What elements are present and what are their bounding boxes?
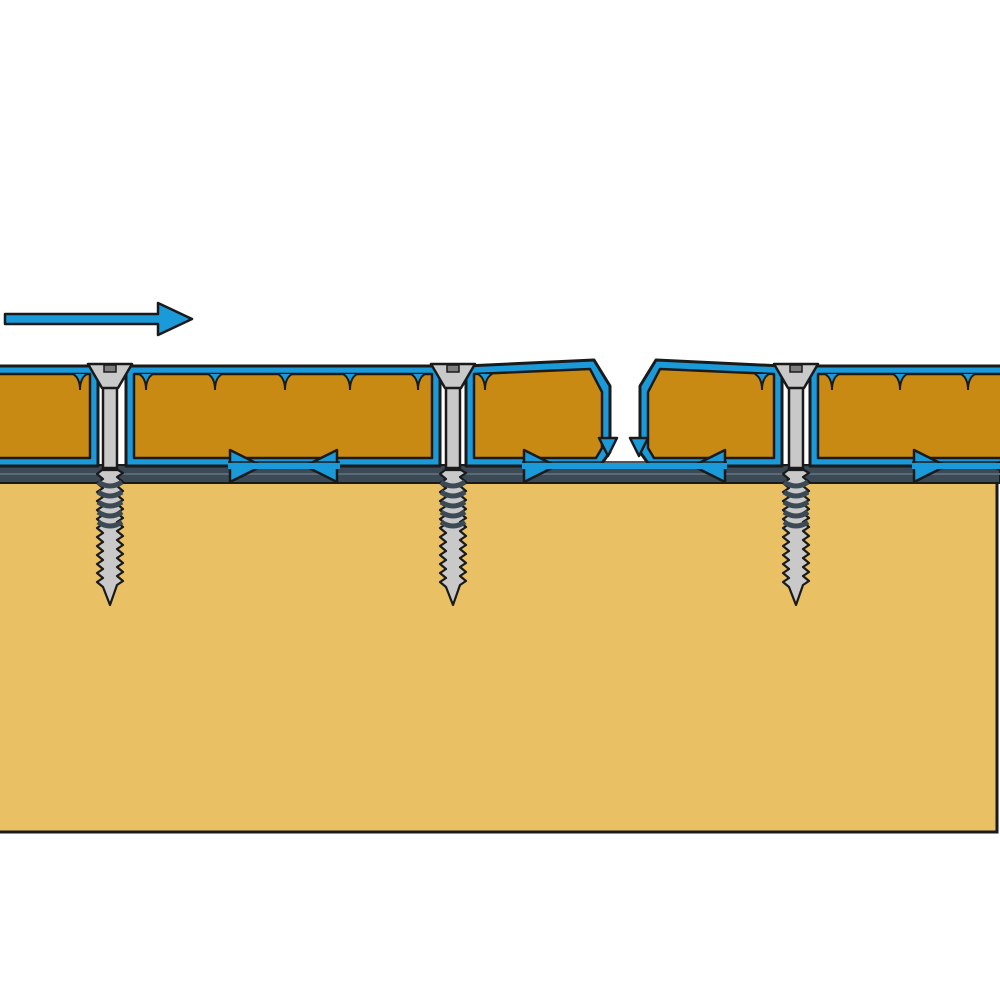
decking-board (124, 364, 442, 468)
screw-thread-band (439, 509, 467, 519)
screw-thread (438, 468, 468, 607)
screw-head (429, 362, 477, 390)
screw-drive (103, 364, 117, 373)
screw-thread-band (96, 489, 124, 499)
screw-head-cone (86, 362, 134, 390)
screw-shank (444, 376, 462, 470)
decking-screw (95, 376, 125, 607)
screw-thread-band (439, 519, 467, 529)
board-groove (824, 373, 840, 391)
screw-thread-band (782, 479, 810, 489)
screw-thread (781, 468, 811, 607)
screw-shank (787, 376, 805, 470)
screw-thread-band (96, 479, 124, 489)
screw-thread-band (439, 479, 467, 489)
decking-board (0, 364, 100, 468)
board-groove (342, 373, 358, 391)
screw-thread-band (782, 499, 810, 509)
decking-board (464, 358, 612, 468)
screw-thread-band (96, 509, 124, 519)
board-groove (410, 373, 426, 391)
board-wood-core (472, 367, 604, 460)
board-groove (207, 373, 223, 391)
screw-drive (446, 364, 460, 373)
screw-thread (95, 468, 125, 607)
decking-board (638, 358, 784, 468)
board-wood-core (132, 372, 434, 460)
screw-head (86, 362, 134, 390)
flow-arrow-down (628, 436, 650, 458)
flow-arrow-down (597, 436, 619, 458)
screw-thread-band (782, 509, 810, 519)
screw-head-cone (429, 362, 477, 390)
screw-shank (101, 376, 119, 470)
screw-head-cone (772, 362, 820, 390)
board-wood-core (816, 372, 1000, 460)
screw-thread-band (96, 499, 124, 509)
screw-head (772, 362, 820, 390)
screw-thread-band (439, 489, 467, 499)
decking-board (808, 364, 1000, 468)
board-groove (277, 373, 293, 391)
board-groove (138, 373, 154, 391)
screw-thread-band (782, 489, 810, 499)
board-groove (754, 373, 770, 391)
board-wood-core (646, 367, 776, 460)
screw-thread-band (439, 499, 467, 509)
screw-drive (789, 364, 803, 373)
screw-thread-band (96, 519, 124, 529)
board-groove (477, 373, 493, 391)
board-groove (960, 373, 976, 391)
board-wood-core (0, 372, 92, 460)
decking-boards (0, 358, 1000, 468)
decking-screw (438, 376, 468, 607)
screw-shanks (95, 376, 811, 607)
board-groove (892, 373, 908, 391)
board-groove (72, 373, 88, 391)
flow-arrows (3, 301, 1000, 484)
support-beam (0, 478, 999, 834)
main-flow-arrow (3, 301, 194, 337)
screw-heads (86, 362, 820, 390)
screw-thread-band (782, 519, 810, 529)
